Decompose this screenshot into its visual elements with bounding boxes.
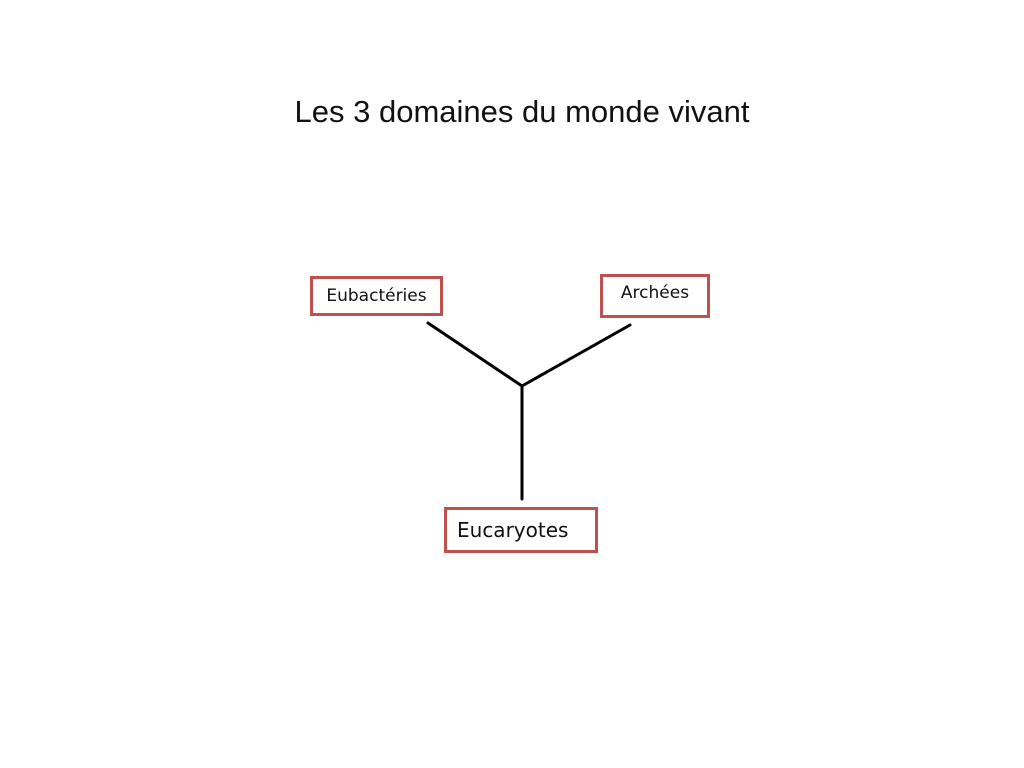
branch-archees	[520, 323, 632, 388]
node-eucaryotes-label: Eucaryotes	[457, 518, 569, 542]
branch-eubacteries	[426, 321, 524, 388]
slide-title: Les 3 domaines du monde vivant	[294, 94, 750, 129]
node-archees: Archées	[600, 274, 710, 318]
node-eubacteries: Eubactéries	[310, 276, 443, 316]
node-archees-label: Archées	[620, 283, 690, 303]
node-eucaryotes: Eucaryotes	[444, 507, 598, 553]
node-eubacteries-label: Eubactéries	[326, 286, 427, 306]
